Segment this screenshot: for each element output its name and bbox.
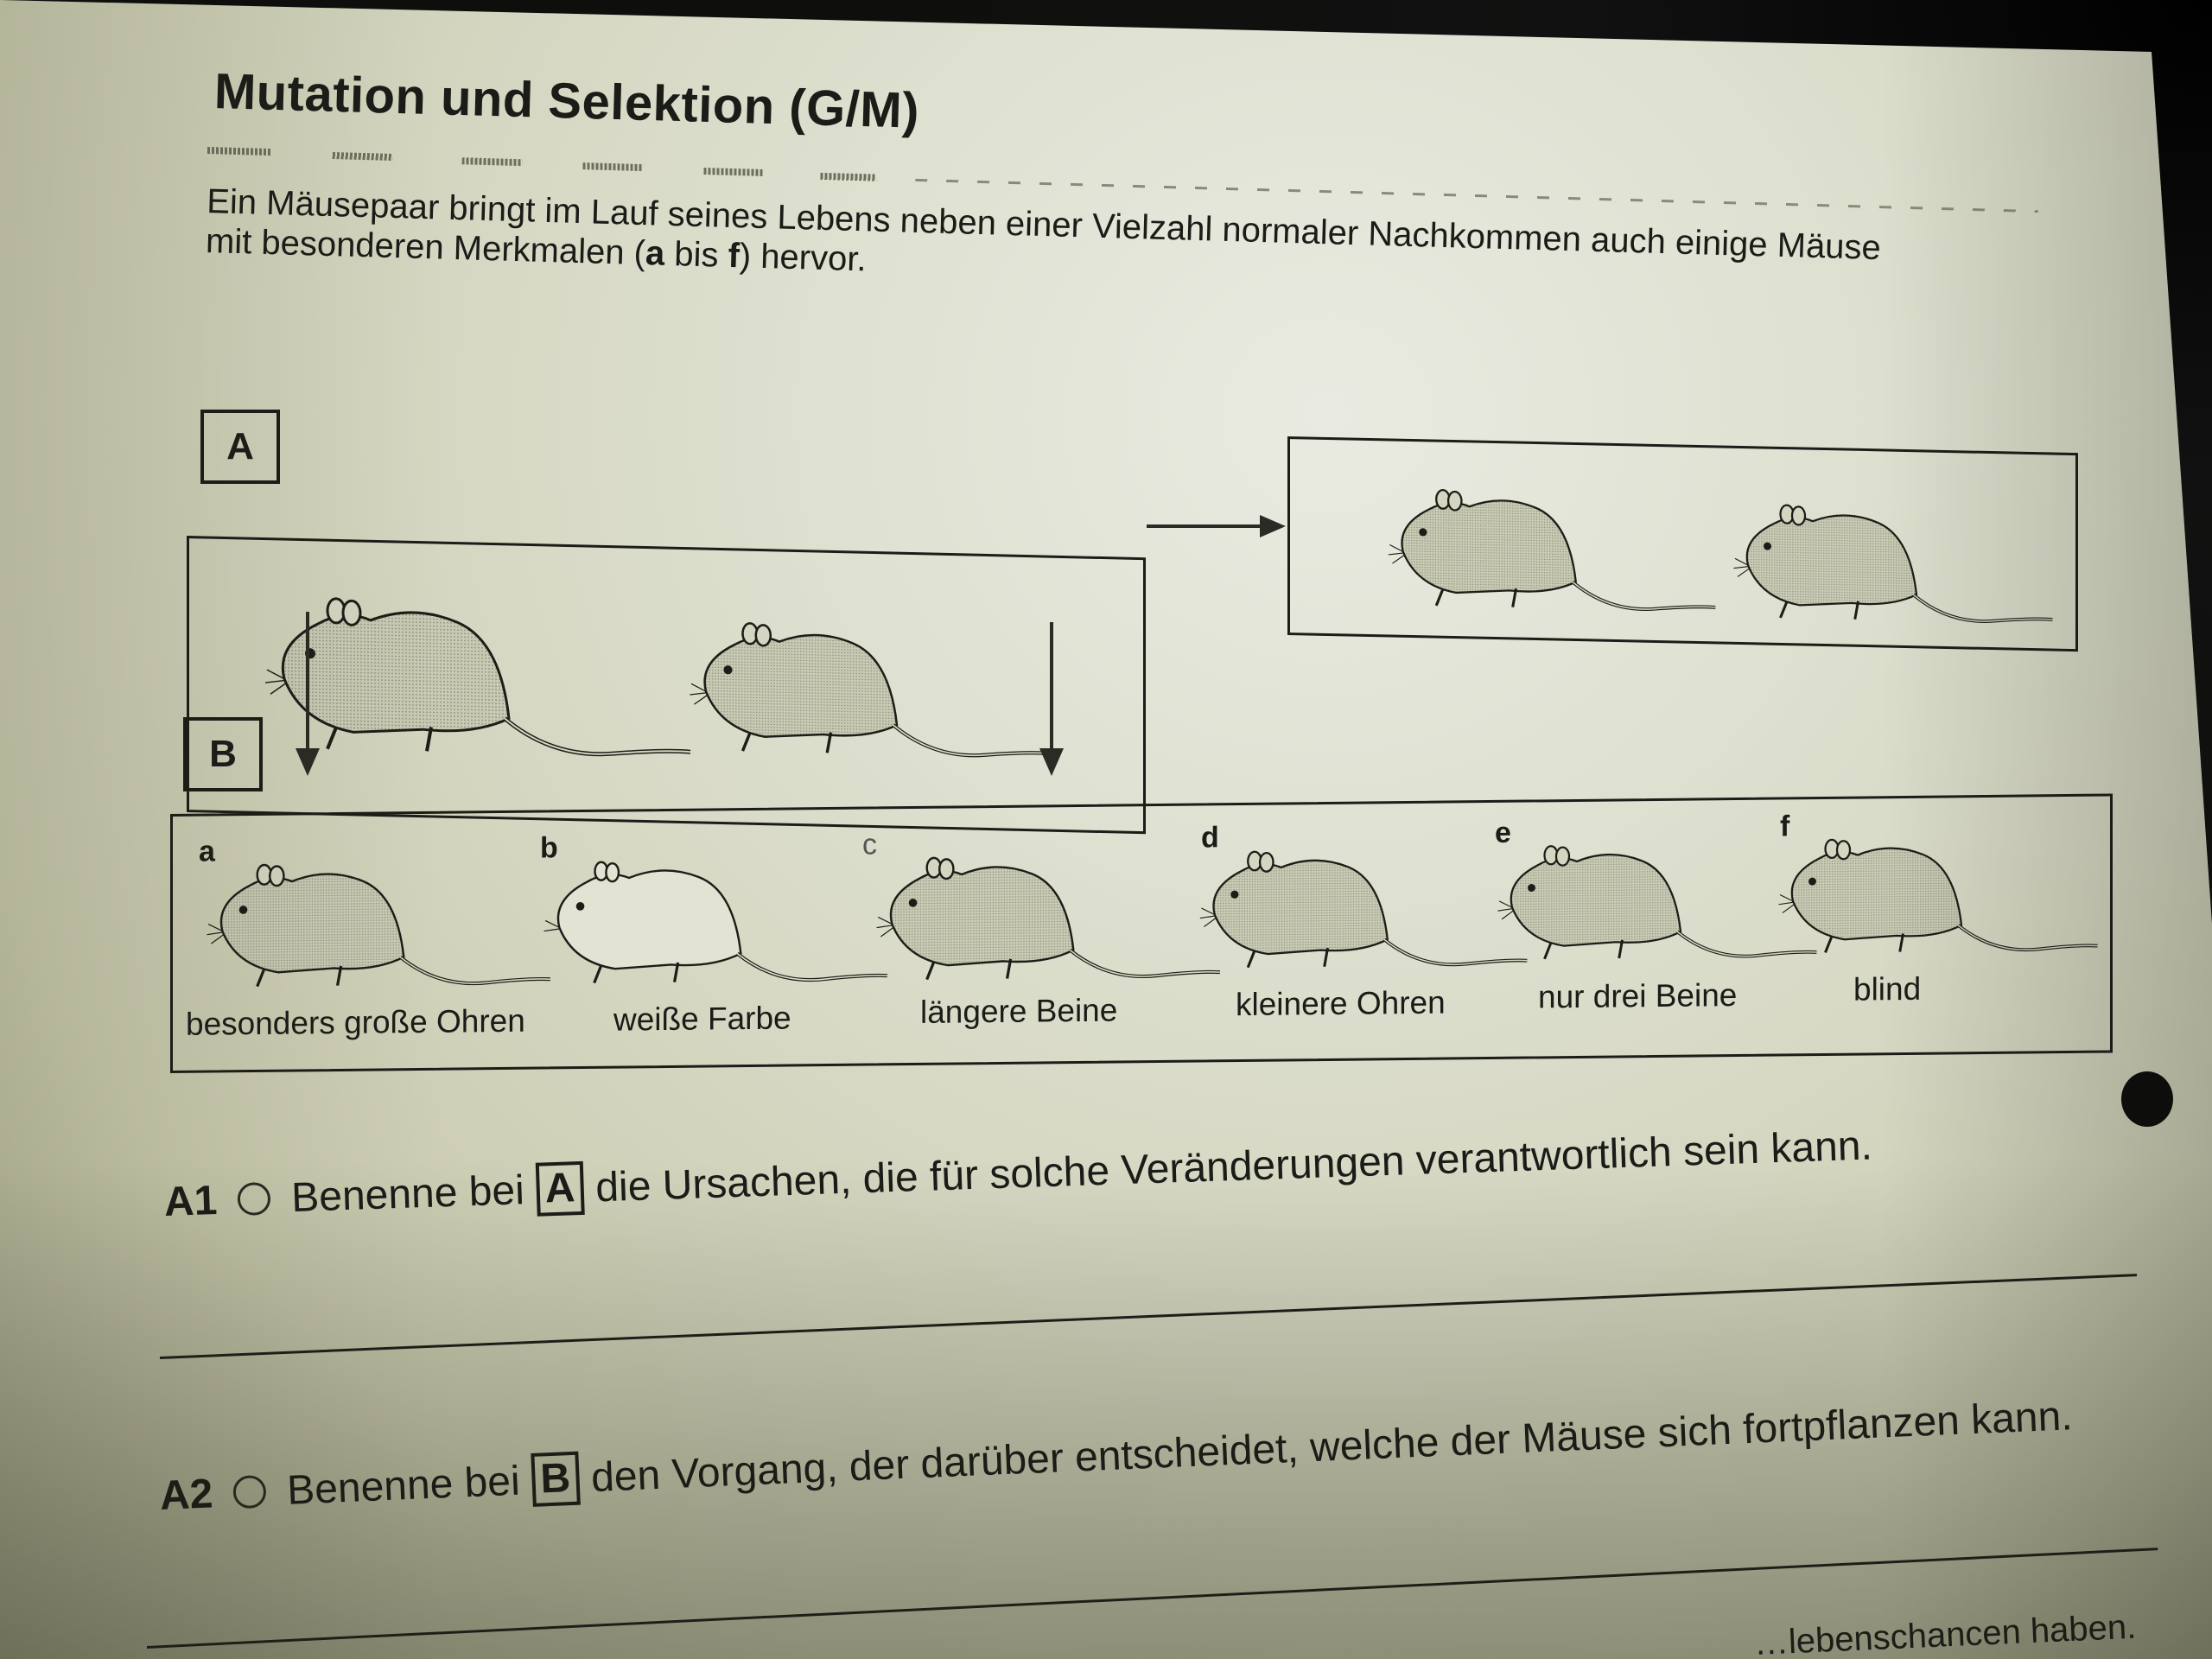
task-a2-text: den Vorgang, der darüber entscheidet, we… (590, 1392, 2074, 1501)
mouse-big-ears-icon (194, 847, 557, 997)
mouse-blind-icon (1777, 835, 2100, 955)
parent-mice-box (187, 536, 1146, 835)
task-a2: A2 Benenne bei B den Vorgang, der darübe… (159, 1389, 2074, 1522)
task-a2-number: A2 (158, 1470, 214, 1519)
next-task-fragment: …lebenschancen haben. (1753, 1607, 2138, 1659)
normal-offspring-box (1287, 436, 2078, 652)
task-a1-checkbox[interactable] (237, 1181, 271, 1217)
arrow-down-icon (296, 612, 320, 776)
mouse-icon (673, 610, 1062, 766)
task-a1: A1 Benenne bei A die Ursachen, die für s… (163, 1118, 1873, 1229)
section-label-a: A (200, 410, 280, 484)
mouse-small-ears-icon (1198, 847, 1529, 970)
punch-hole (2121, 1071, 2173, 1127)
mouse-icon (250, 583, 699, 766)
variant-mice-box: a besonders große Ohren b weiße Farbe c … (170, 793, 2113, 1073)
worksheet-title: Mutation und Selektion (G/M) (213, 63, 920, 139)
arrow-down-icon (1039, 622, 1064, 776)
mouse-long-legs-icon (864, 840, 1227, 990)
task-a1-prefix: Benenne bei (290, 1166, 525, 1221)
section-label-b: B (183, 717, 263, 791)
task-a2-ref-box: B (531, 1451, 581, 1507)
variant-trait-b: weiße Farbe (613, 1000, 791, 1038)
variant-trait-a: besonders große Ohren (186, 1002, 525, 1042)
task-a1-ref-box: A (535, 1160, 585, 1217)
task-a1-answer-line[interactable] (159, 1274, 2138, 1359)
mouse-icon (1386, 486, 1718, 613)
task-a1-text: die Ursachen, die für solche Veränderung… (594, 1122, 1873, 1211)
variant-trait-c: längere Beine (920, 992, 1118, 1030)
variant-trait-d: kleinere Ohren (1236, 984, 1446, 1023)
task-a2-checkbox[interactable] (232, 1474, 268, 1510)
mouse-white-icon (531, 843, 894, 994)
task-a2-prefix: Benenne bei (286, 1458, 521, 1514)
mouse-icon (1732, 502, 2055, 626)
variant-trait-e: nur drei Beine (1538, 977, 1738, 1015)
arrow-right-icon (1147, 515, 1286, 537)
task-a1-number: A1 (163, 1177, 219, 1225)
variant-trait-f: blind (1853, 970, 1922, 1007)
